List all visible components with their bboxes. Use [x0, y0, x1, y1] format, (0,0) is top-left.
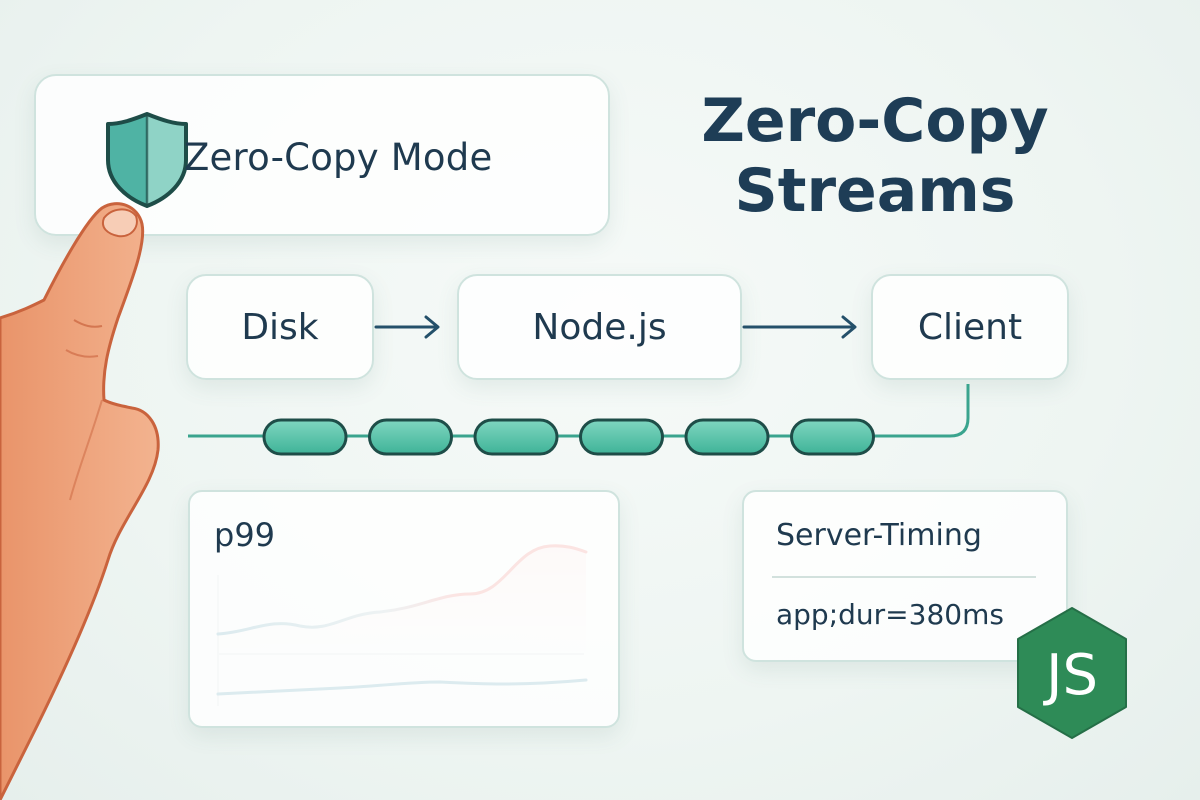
page-title: Zero-Copy Streams	[650, 86, 1100, 226]
stream-chunk	[368, 418, 453, 456]
stream-chunk	[579, 418, 664, 456]
js-badge-label: JS	[1043, 643, 1098, 708]
p99-card	[188, 490, 620, 728]
server-timing-divider	[772, 576, 1036, 578]
node-client-label: Client	[917, 306, 1023, 348]
stream-chunks	[262, 418, 875, 456]
stream-chunk	[473, 418, 559, 456]
node-nodejs-label: Node.js	[532, 306, 667, 348]
node-disk[interactable]: Disk	[186, 274, 374, 380]
stream-line	[188, 384, 970, 438]
nodejs-logo-icon: JS	[1017, 607, 1127, 739]
p99-label: p99	[214, 516, 276, 554]
arrow-disk-to-node	[374, 315, 440, 339]
stream-chunk	[790, 418, 875, 456]
title-line-2: Streams	[734, 156, 1016, 226]
zero-copy-mode-label: Zero-Copy Mode	[184, 136, 493, 179]
title-line-1: Zero-Copy	[701, 86, 1049, 156]
node-client[interactable]: Client	[871, 274, 1069, 380]
stream-chunk	[684, 418, 770, 456]
node-nodejs[interactable]: Node.js	[457, 274, 742, 380]
shield-icon	[106, 112, 188, 208]
node-disk-label: Disk	[241, 306, 319, 348]
server-timing-value: app;dur=380ms	[776, 598, 1004, 631]
arrow-node-to-client	[742, 315, 857, 339]
server-timing-title: Server-Timing	[776, 518, 982, 553]
stream-chunk	[262, 418, 348, 456]
